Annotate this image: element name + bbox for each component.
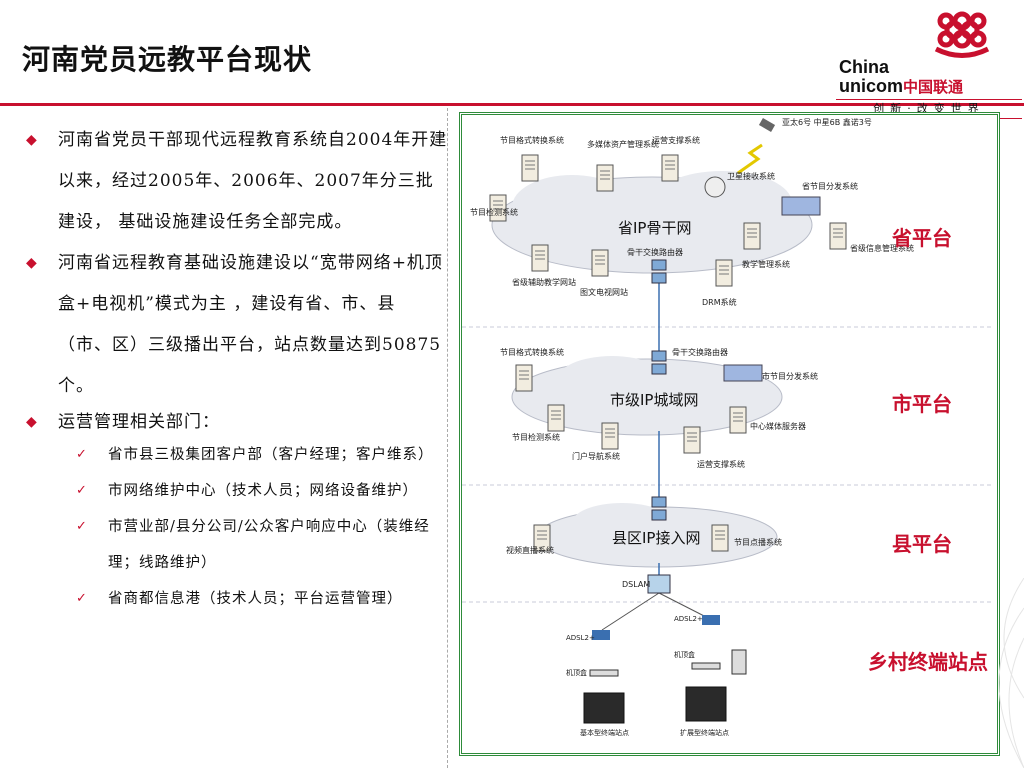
distribute-rack xyxy=(723,364,763,382)
bullet-text: 河南省党员干部现代远程教育系统自2004年开建以来，经过2005年、2006年、… xyxy=(58,130,448,232)
checkmark-icon: ✓ xyxy=(76,591,88,606)
label-media-asset: 多媒体资产管理系统 xyxy=(587,139,659,149)
diamond-bullet-icon: ◆ xyxy=(26,132,38,148)
layer-label-province: 省平台 xyxy=(891,226,952,250)
sub-item-text: 省商都信息港（技术人员；平台运营管理） xyxy=(108,591,403,607)
corner-decoration xyxy=(998,578,1024,768)
diamond-bullet-icon: ◆ xyxy=(26,255,38,271)
left-text-column: ◆ 河南省党员干部现代远程教育系统自2004年开建以来，经过2005年、2006… xyxy=(18,118,448,768)
label-live: 视频直播系统 xyxy=(506,545,554,555)
label-drm: DRM系统 xyxy=(702,297,737,307)
label-stb-b: 机顶盒 xyxy=(674,650,695,659)
cloud-label-province: 省IP骨干网 xyxy=(618,219,691,237)
label-detect: 节目检测系统 xyxy=(470,207,518,217)
sub-item-text: 市网络维护中心（技术人员；网络设备维护） xyxy=(108,483,418,499)
adsl-modem xyxy=(702,615,720,625)
logo-unicom-en: unicom xyxy=(839,76,904,96)
label-format-conv: 节目格式转换系统 xyxy=(500,135,564,145)
sub-item: ✓ 省市县三极集团客户部（客户经理；客户维系） xyxy=(18,437,448,473)
label-backbone-router: 骨干交换路由器 xyxy=(627,247,683,257)
sub-item-text: 省市县三极集团客户部（客户经理；客户维系） xyxy=(108,447,434,463)
tv-terminal xyxy=(583,692,625,724)
tv-terminal xyxy=(685,686,727,722)
column-divider xyxy=(447,108,448,768)
label-city-detect: 节目检测系统 xyxy=(512,432,560,442)
sub-item-text: 市营业部/县分公司/公众客户响应中心（装维经理；线路维护） xyxy=(108,519,430,571)
label-city-router: 骨干交换路由器 xyxy=(672,347,728,357)
label-city-media-server: 中心媒体服务器 xyxy=(750,421,806,431)
label-city-format-conv: 节目格式转换系统 xyxy=(500,347,564,357)
label-aux-site: 省级辅助教学网站 xyxy=(512,277,576,287)
layer-label-county: 县平台 xyxy=(892,532,952,556)
china-unicom-logo: China unicom中国联通 创新·改变世界 xyxy=(836,4,1022,119)
logo-text-unicom: unicom中国联通 xyxy=(839,76,963,97)
network-diagram: 省IP骨干网 市级IP城域网 县区IP接入网 xyxy=(459,112,1000,756)
checkmark-icon: ✓ xyxy=(76,447,88,462)
label-city-ops: 运营支撑系统 xyxy=(697,459,745,469)
province-cloud xyxy=(491,171,813,274)
title-rule xyxy=(0,103,1024,106)
label-adsl-b: ADSL2+ xyxy=(674,615,703,623)
diamond-bullet-icon: ◆ xyxy=(26,414,38,430)
dslam-device xyxy=(647,574,671,594)
bullet-text: 运营管理相关部门： xyxy=(58,412,220,432)
label-info-mgmt: 省级信息管理系统 xyxy=(850,243,914,253)
bullet-item: ◆ 河南省远程教育基础设施建设以“宽带网络+机顶盒+电视机”模式为主 ，建设有省… xyxy=(18,243,448,407)
checkmark-icon: ✓ xyxy=(76,483,88,498)
label-distribute: 省节目分发系统 xyxy=(802,181,858,191)
sub-item: ✓ 市营业部/县分公司/公众客户响应中心（装维经理；线路维护） xyxy=(18,509,448,581)
label-sat-receive: 卫星接收系统 xyxy=(727,171,775,181)
stb-box xyxy=(691,662,721,670)
bullet-text: 河南省远程教育基础设施建设以“宽带网络+机顶盒+电视机”模式为主 ，建设有省、市… xyxy=(58,253,443,396)
adsl-modem xyxy=(592,630,610,640)
county-cloud xyxy=(536,503,778,568)
network-diagram-canvas: 省IP骨干网 市级IP城域网 县区IP接入网 xyxy=(462,117,991,737)
city-cloud xyxy=(511,356,783,436)
distribute-rack xyxy=(781,196,821,216)
pc-terminal xyxy=(731,649,747,675)
layer-label-city: 市平台 xyxy=(892,392,952,416)
layer-label-village: 乡村终端站点 xyxy=(868,650,988,674)
logo-text-china: China xyxy=(839,57,890,77)
label-site-basic: 基本型终端站点 xyxy=(580,728,629,737)
dslam-link xyxy=(601,592,660,631)
label-stb-a: 机顶盒 xyxy=(566,668,587,677)
bullet-item: ◆ 运营管理相关部门： xyxy=(18,407,448,437)
label-ops-support: 运营支撑系统 xyxy=(652,135,700,145)
label-dslam: DSLAM xyxy=(622,580,650,589)
label-city-distribute: 市节目分发系统 xyxy=(762,371,818,381)
label-vod: 节目点播系统 xyxy=(734,537,782,547)
unicom-knot-icon xyxy=(934,11,990,58)
label-satellites: 亚太6号 中星6B 鑫诺3号 xyxy=(782,117,872,127)
label-city-portal: 门户导航系统 xyxy=(572,451,620,461)
slide-title: 河南党员远教平台现状 xyxy=(22,43,313,76)
checkmark-icon: ✓ xyxy=(76,519,88,534)
label-site-ext: 扩展型终端站点 xyxy=(680,728,729,737)
stb-box xyxy=(589,669,619,677)
label-teach-mgmt: 教学管理系统 xyxy=(742,259,790,269)
sub-item: ✓ 省商都信息港（技术人员；平台运营管理） xyxy=(18,581,448,617)
cloud-label-county: 县区IP接入网 xyxy=(612,529,700,547)
cloud-label-city: 市级IP城域网 xyxy=(610,391,698,409)
logo-unicom-cn: 中国联通 xyxy=(903,78,964,96)
label-tv-site: 图文电视网站 xyxy=(580,287,628,297)
sub-item: ✓ 市网络维护中心（技术人员；网络设备维护） xyxy=(18,473,448,509)
bullet-item: ◆ 河南省党员干部现代远程教育系统自2004年开建以来，经过2005年、2006… xyxy=(18,120,448,243)
label-adsl-a: ADSL2+ xyxy=(566,634,595,642)
satellite-icon xyxy=(704,118,776,198)
